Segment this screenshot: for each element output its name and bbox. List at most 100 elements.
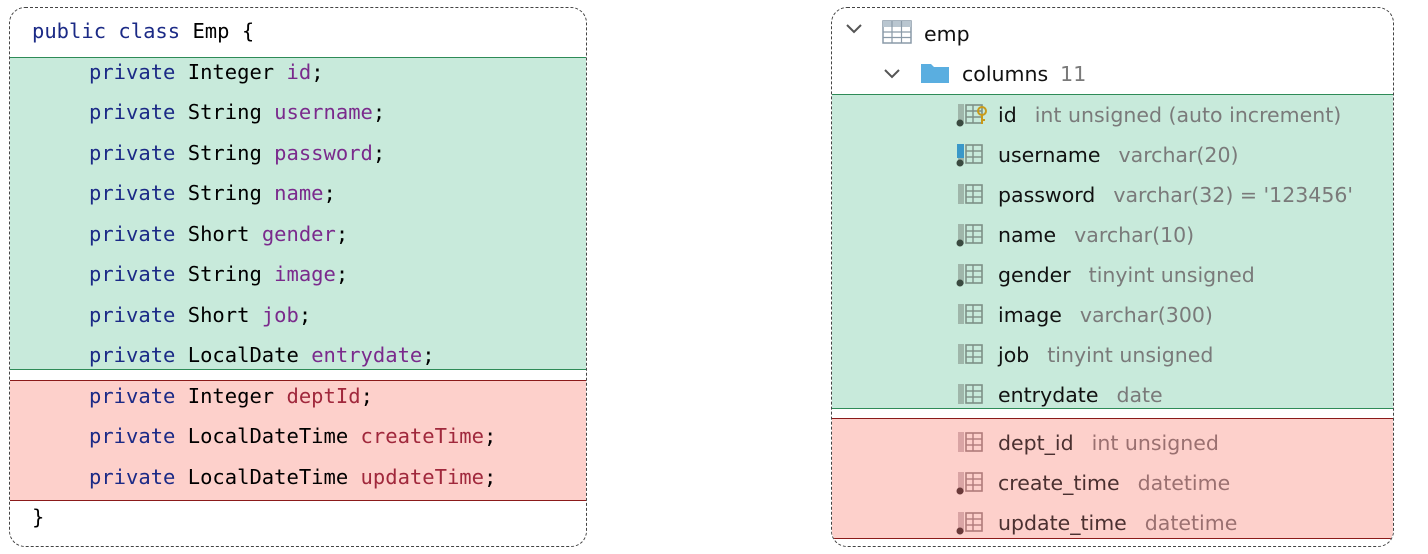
access-modifier: private: [89, 181, 176, 205]
field-name: gender: [261, 221, 336, 246]
column-icon: [958, 184, 983, 204]
column-name: password: [998, 183, 1096, 207]
keyword-public: public: [32, 19, 107, 43]
access-modifier: private: [89, 59, 176, 84]
chevron-down-icon[interactable]: [883, 68, 901, 80]
field-declaration-line: private Integer id;: [89, 52, 324, 92]
field-type: Integer: [187, 383, 275, 408]
column-type: date: [1116, 383, 1163, 407]
field-declaration-line: private LocalDateTime updateTime;: [89, 457, 496, 497]
not-null-column-icon: [956, 512, 983, 535]
column-name: name: [998, 223, 1057, 247]
chevron-down-icon[interactable]: [845, 23, 863, 35]
field-type: LocalDate: [187, 343, 299, 367]
field-type: Short: [187, 302, 250, 327]
field-declaration-line: private String image;: [89, 254, 348, 294]
mismatched-fields-highlight: [10, 380, 586, 501]
access-modifier: private: [89, 140, 176, 165]
column-row[interactable]: create_time datetime: [998, 463, 1230, 503]
column-name: gender: [998, 263, 1071, 287]
field-declaration-line: private Integer deptId;: [89, 376, 373, 416]
field-type: String: [187, 140, 262, 165]
closing-brace: }: [32, 505, 45, 529]
field-type: String: [187, 262, 262, 286]
table-name: emp: [924, 22, 970, 46]
field-name: username: [274, 100, 373, 124]
table-name-row[interactable]: emp: [924, 14, 970, 54]
semicolon: ;: [311, 59, 324, 84]
field-type: String: [187, 181, 262, 205]
field-name: entrydate: [311, 343, 423, 367]
field-type: String: [187, 100, 262, 124]
field-name: name: [274, 181, 324, 205]
access-modifier: private: [89, 302, 176, 327]
access-modifier: private: [89, 221, 176, 246]
semicolon: ;: [372, 140, 386, 165]
column-name: id: [998, 103, 1017, 127]
primary-key-column-icon: [956, 104, 987, 127]
column-type: varchar(32) = '123456': [1113, 183, 1354, 207]
field-name: createTime: [360, 424, 484, 448]
columns-folder-row[interactable]: columns 11: [962, 54, 1086, 94]
database-table-panel: emp columns 11 id int unsigned (auto incre…: [831, 7, 1394, 547]
field-name: password: [274, 140, 373, 165]
semicolon: ;: [323, 181, 336, 205]
field-name: updateTime: [360, 464, 484, 489]
semicolon: ;: [483, 464, 497, 489]
class-declaration-line: public class Emp {: [32, 11, 254, 51]
column-name: job: [998, 343, 1030, 367]
column-row[interactable]: id int unsigned (auto increment): [998, 95, 1341, 135]
folder-icon: [921, 64, 949, 83]
access-modifier: private: [89, 424, 176, 448]
field-type: Integer: [187, 59, 275, 84]
column-type: int unsigned (auto increment): [1034, 103, 1342, 127]
columns-label: columns: [962, 62, 1049, 86]
java-class-panel: public class Emp {private Integer id;pri…: [9, 7, 587, 547]
column-icon: [958, 344, 983, 364]
column-name: create_time: [998, 471, 1120, 495]
semicolon: ;: [360, 383, 373, 408]
column-name: dept_id: [998, 431, 1074, 455]
field-name: id: [286, 59, 312, 84]
columns-count: 11: [1060, 62, 1087, 86]
access-modifier: private: [89, 262, 176, 286]
field-type: Short: [187, 221, 250, 246]
column-name: entrydate: [998, 383, 1099, 407]
field-declaration-line: private Short job;: [89, 295, 311, 335]
field-type: LocalDateTime: [187, 424, 349, 448]
column-type: varchar(300): [1079, 303, 1213, 327]
field-name: deptId: [286, 383, 361, 408]
access-modifier: private: [89, 383, 176, 408]
field-declaration-line: private String username;: [89, 92, 385, 132]
column-row[interactable]: entrydate date: [998, 375, 1163, 415]
matched-columns-highlight: [832, 94, 1393, 409]
open-brace: {: [241, 19, 255, 43]
column-type: datetime: [1144, 511, 1238, 535]
access-modifier: private: [89, 343, 176, 367]
column-type: datetime: [1137, 471, 1231, 495]
column-type: varchar(10): [1074, 223, 1195, 247]
unique-column-icon: [956, 144, 983, 167]
column-row[interactable]: password varchar(32) = '123456': [998, 175, 1353, 215]
field-name: job: [261, 302, 299, 327]
semicolon: ;: [372, 100, 386, 124]
not-null-column-icon: [956, 264, 983, 287]
class-name: Emp: [192, 19, 230, 43]
column-row[interactable]: name varchar(10): [998, 215, 1194, 255]
column-name: username: [998, 143, 1101, 167]
column-icon: [958, 432, 983, 452]
semicolon: ;: [335, 221, 349, 246]
field-declaration-line: private String password;: [89, 133, 385, 173]
column-name: update_time: [998, 511, 1127, 535]
field-type: LocalDateTime: [187, 464, 349, 489]
keyword-class: class: [118, 19, 181, 43]
semicolon: ;: [335, 262, 349, 286]
field-declaration-line: private LocalDate entrydate;: [89, 335, 435, 375]
column-icon: [958, 304, 983, 324]
column-row[interactable]: update_time datetime: [998, 503, 1237, 543]
